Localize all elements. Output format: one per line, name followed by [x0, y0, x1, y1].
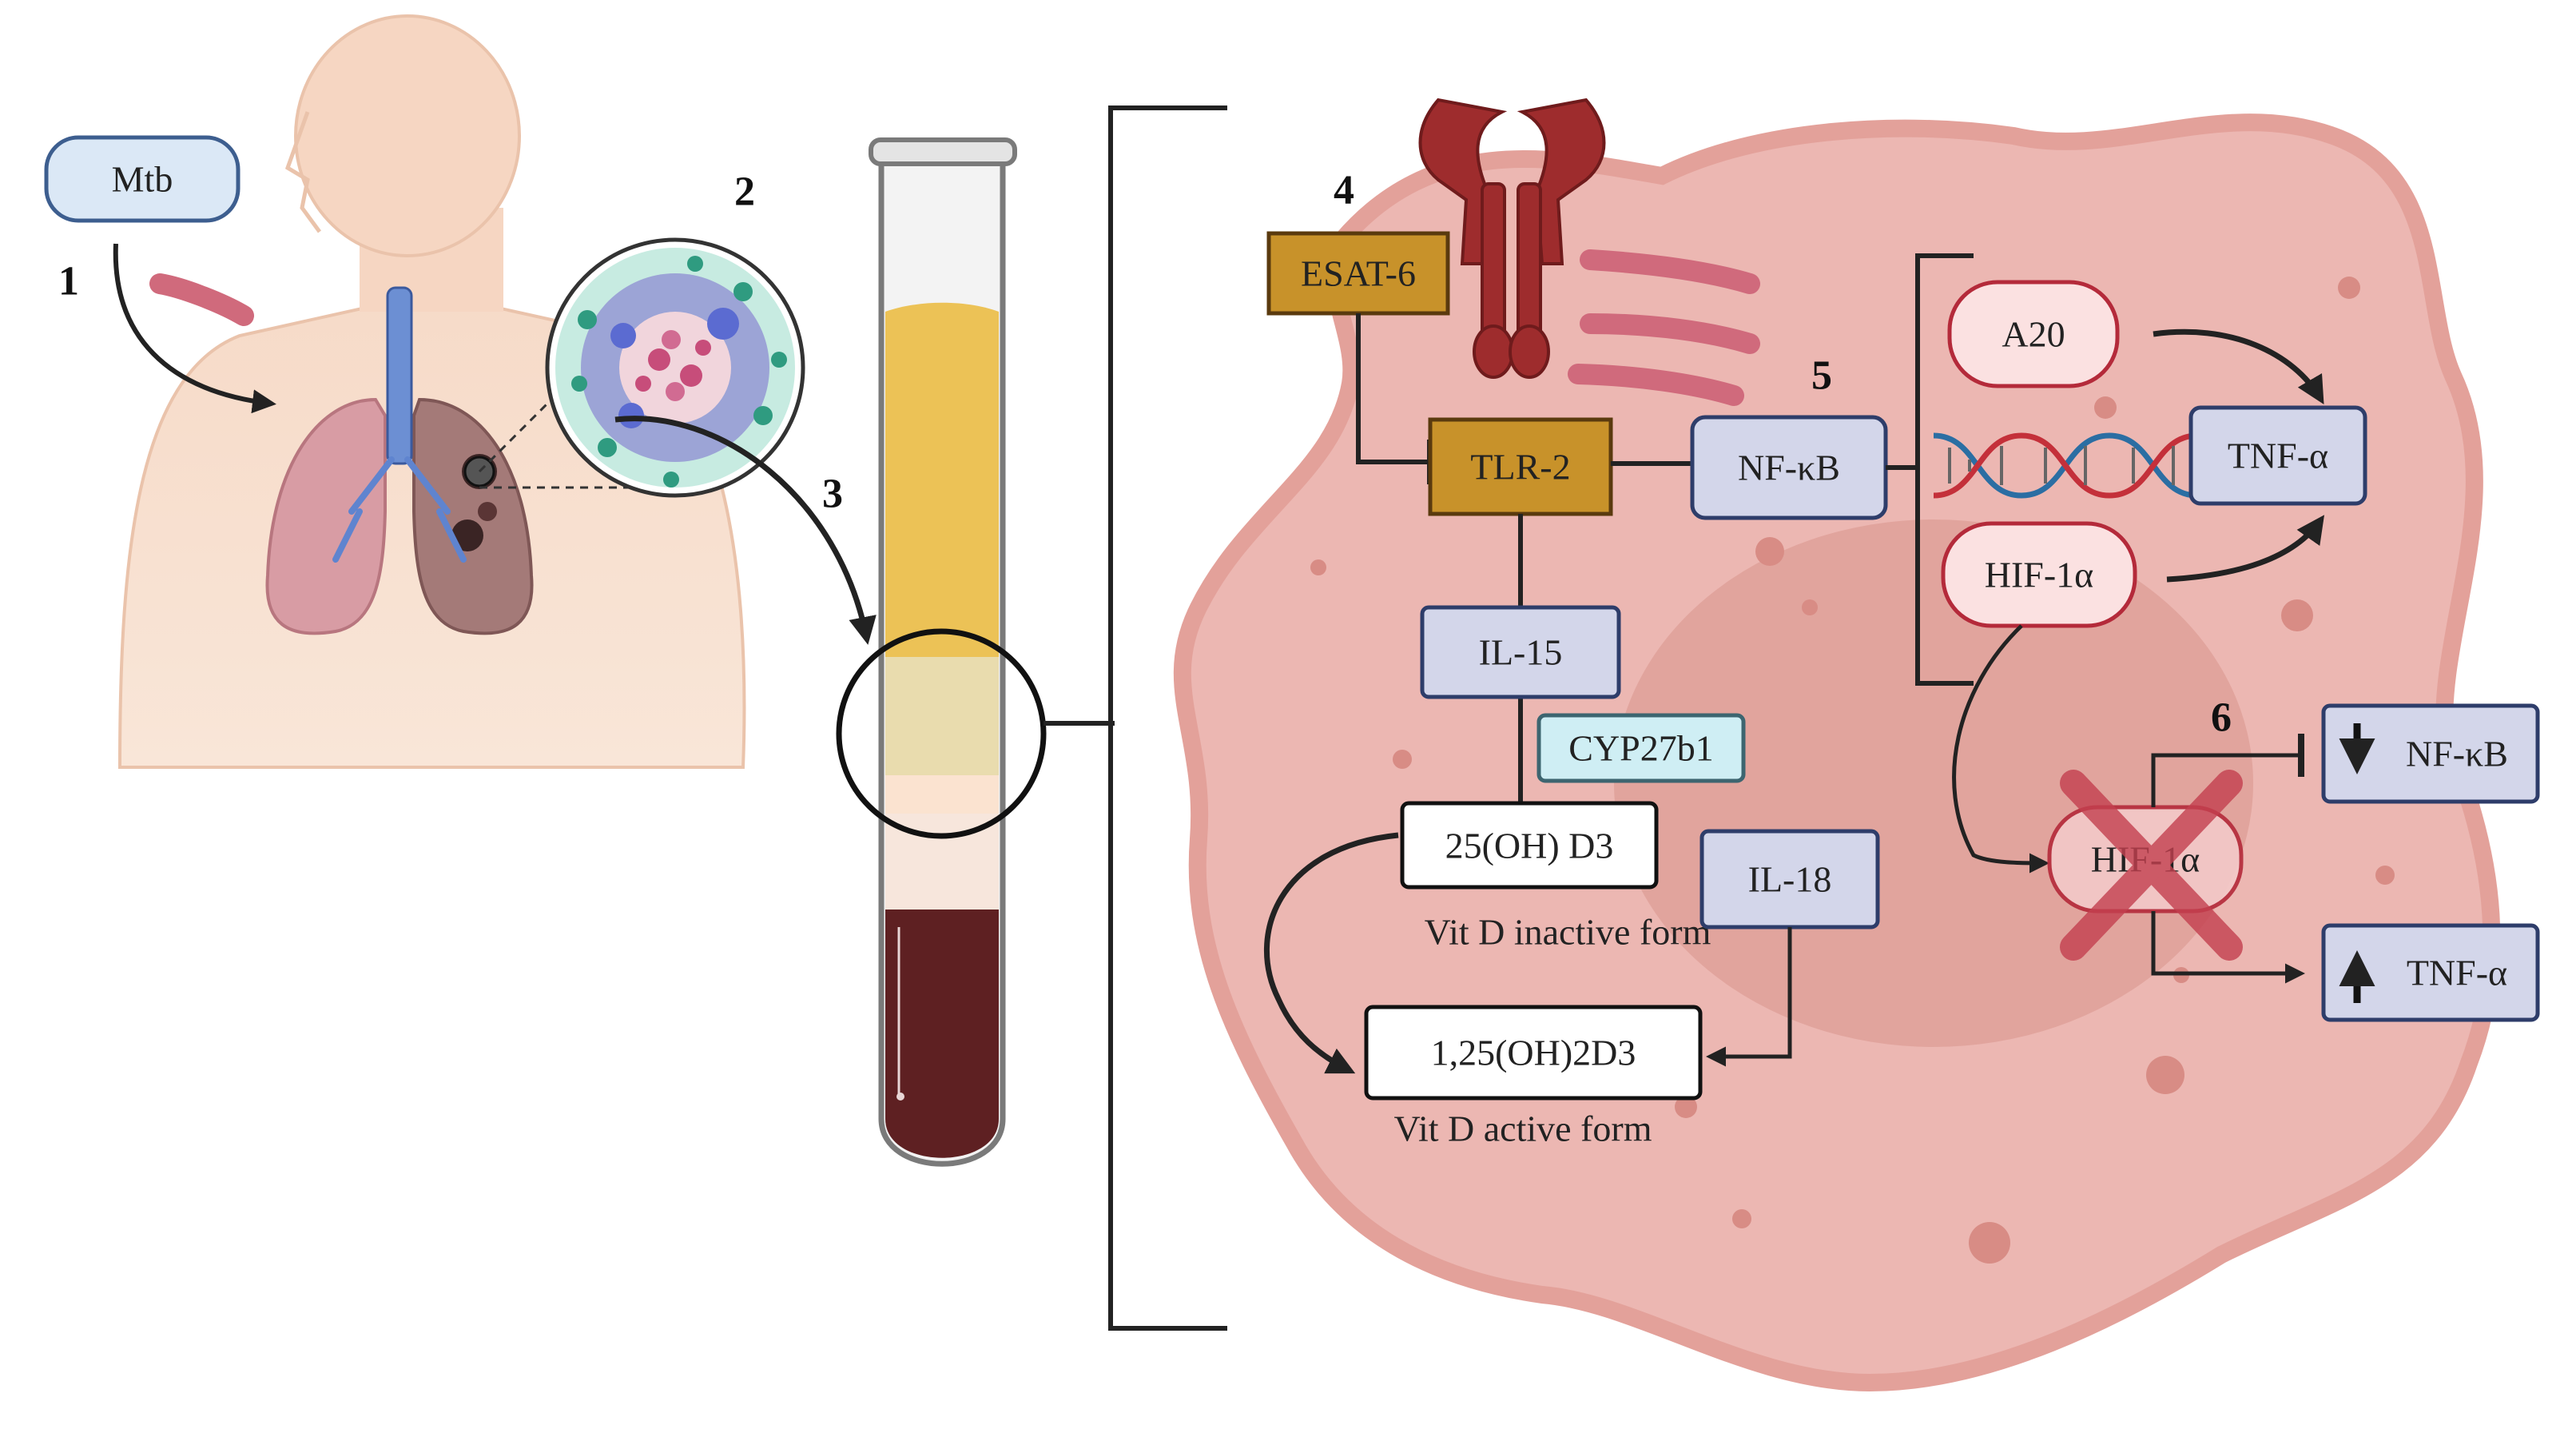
hif1a-to-nfkb-down-line [2151, 753, 2301, 807]
inhibition-cross-icon [2060, 770, 2243, 961]
vitd-active-box: 1,25(OH)2D3 [1364, 1005, 1703, 1101]
esat6-inhibits-tlr2-line [1356, 313, 1430, 464]
il18-box: IL-18 [1699, 829, 1880, 929]
svg-text:Mtb: Mtb [112, 159, 173, 200]
mtb-bacterium-icon [149, 273, 254, 326]
step-6-number: 6 [2211, 695, 2232, 741]
vitd-inactive-caption: Vit D inactive form [1425, 912, 1711, 953]
a20-pill: A20 [1947, 280, 2120, 388]
il15-box: IL-15 [1420, 605, 1621, 699]
nfkb-down-box: NF-κB [2321, 703, 2540, 804]
hif1a-to-tnfa-arrow [2166, 515, 2325, 583]
step-4-number: 4 [1334, 168, 1354, 213]
svg-text:TNF-α: TNF-α [2228, 436, 2328, 476]
svg-text:CYP27b1: CYP27b1 [1568, 728, 1713, 769]
esat6-box: ESAT-6 [1266, 231, 1450, 316]
svg-text:IL-18: IL-18 [1748, 859, 1832, 900]
macrophage-bracket [1108, 105, 1227, 1331]
hif1a-pill: HIF-1α [1941, 521, 2137, 628]
intracellular-bacteria-icon [1568, 249, 1760, 406]
svg-text:IL-15: IL-15 [1479, 632, 1563, 673]
sample-to-tube-arrow [614, 416, 877, 645]
hif1a-to-inhibited-hif1a-arrow [1952, 624, 2049, 874]
mtb-label-pill: Mtb [44, 135, 241, 223]
buffy-coat-focus-circle [836, 628, 1047, 839]
step-1-number: 1 [58, 259, 79, 305]
tlr2-box: TLR-2 [1428, 417, 1613, 516]
svg-text:TNF-α: TNF-α [2407, 953, 2507, 993]
tnfa-up-box: TNF-α [2321, 923, 2540, 1022]
svg-text:ESAT-6: ESAT-6 [1301, 253, 1416, 294]
svg-text:TLR-2: TLR-2 [1470, 447, 1570, 488]
nfkb-box: NF-κB [1690, 415, 1888, 520]
svg-text:1,25(OH)2D3: 1,25(OH)2D3 [1431, 1033, 1636, 1073]
a20-to-tnfa-arrow [2153, 328, 2324, 405]
svg-text:25(OH) D3: 25(OH) D3 [1445, 826, 1614, 866]
svg-text:NF-κB: NF-κB [2406, 734, 2508, 774]
cyp27b1-box: CYP27b1 [1536, 713, 1746, 783]
granuloma-micrograph [545, 237, 805, 498]
svg-text:NF-κB: NF-κB [1738, 448, 1840, 488]
svg-text:HIF-1α: HIF-1α [1985, 555, 2094, 595]
vitd-active-caption: Vit D active form [1394, 1109, 1652, 1149]
step-3-number: 3 [822, 472, 843, 517]
hif1a-to-tnfa-up-arrow [2151, 911, 2305, 984]
blood-collection-tube [869, 137, 1017, 1167]
tlr2-receptor-icon [1418, 98, 1606, 379]
tnfa-box: TNF-α [2188, 405, 2367, 506]
vitd-inactive-box: 25(OH) D3 [1400, 801, 1659, 890]
il18-to-active-vitd-arrow [1706, 927, 1792, 1067]
inhalation-arrow [113, 243, 276, 414]
dna-helix-icon [1933, 432, 2198, 499]
step-5-number: 5 [1811, 353, 1832, 399]
transcription-bracket [1915, 253, 1974, 686]
svg-text:A20: A20 [2002, 314, 2065, 355]
vitd-conversion-arrow [1264, 832, 1399, 1074]
step-2-number: 2 [734, 169, 755, 215]
